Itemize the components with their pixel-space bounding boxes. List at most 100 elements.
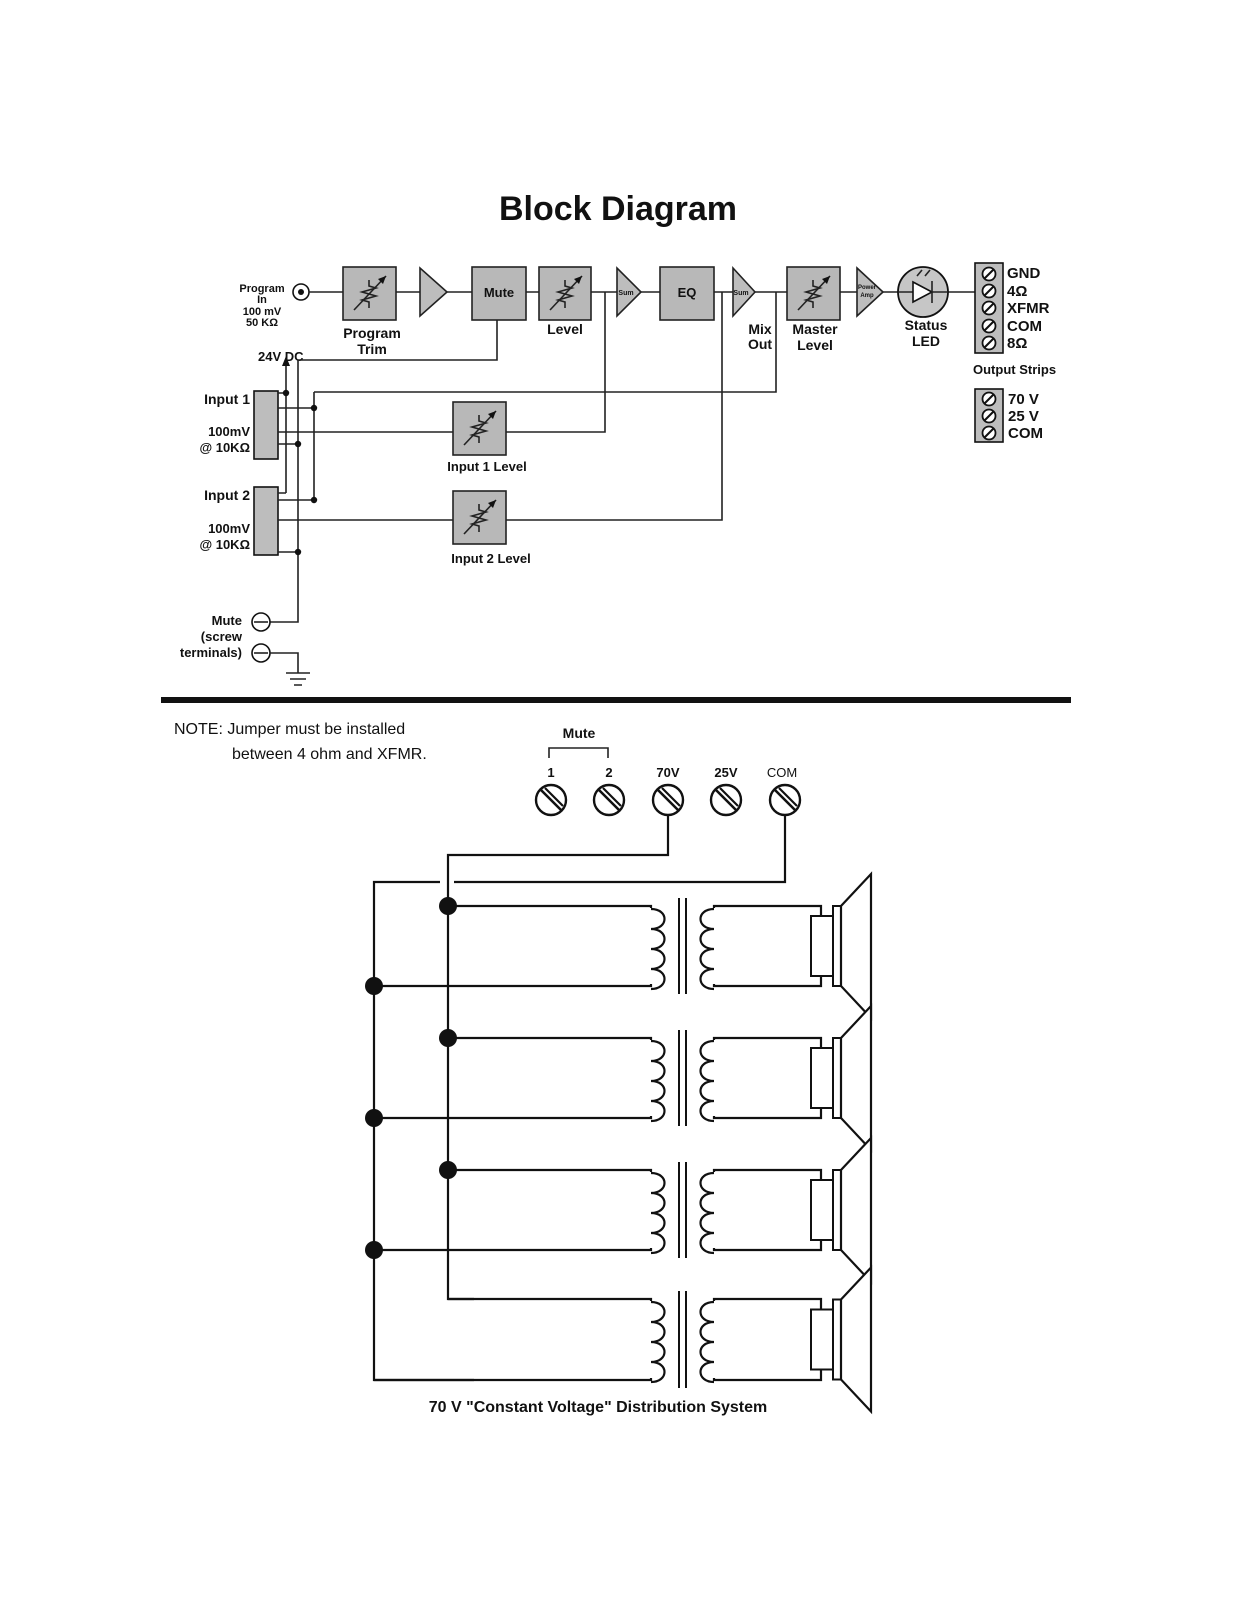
power-amp-label: Power xyxy=(858,285,877,291)
note-line-1: NOTE: Jumper must be installed xyxy=(174,721,405,738)
power-amp-triangle xyxy=(856,266,885,318)
speaker-icon xyxy=(810,871,873,1021)
mute-terminals-label-2: (screw xyxy=(201,629,243,644)
terminal-screw-icon xyxy=(981,283,997,299)
program-trim-pot xyxy=(342,266,397,321)
program-in-label: Program xyxy=(239,283,284,295)
screw-terminal-icon xyxy=(651,783,685,817)
dc-arrow-icon xyxy=(282,356,290,366)
speaker-icon xyxy=(810,1135,873,1285)
note-line-2: between 4 ohm and XFMR. xyxy=(232,746,427,763)
distribution-terminal-25v: 25V xyxy=(714,765,737,780)
distribution-terminal-1: 1 xyxy=(547,765,554,780)
transformer-secondary-icon xyxy=(699,1171,715,1255)
output-strips-label: Output Strips xyxy=(973,362,1056,377)
strip-terminal-70v: 70 V xyxy=(1008,391,1039,408)
junction-dot xyxy=(310,496,318,504)
output-terminal-8ohm: 8Ω xyxy=(1007,335,1027,352)
terminal-screw-icon xyxy=(981,266,997,282)
transformer-core-icon xyxy=(678,1291,687,1388)
screw-terminal-icon xyxy=(534,783,568,817)
program-trim-label: Program xyxy=(343,325,401,341)
distribution-diagram: Mute 1 2 70V 25V COM 70 V "Constant Volt… xyxy=(365,725,873,1416)
eq-block xyxy=(659,266,715,321)
transformer-secondary-icon xyxy=(699,1300,715,1384)
terminal-screw-icon xyxy=(981,318,997,334)
transformer-primary-icon xyxy=(650,1039,666,1123)
input-2-label: Input 2 xyxy=(204,487,250,503)
transformer-core-icon xyxy=(678,1162,687,1258)
screw-terminal-icon xyxy=(709,783,743,817)
input-1-level-pot xyxy=(452,401,507,456)
speaker-branch xyxy=(365,1003,873,1153)
mix-out-label: Mix xyxy=(748,321,772,337)
status-led-label-2: LED xyxy=(912,333,940,349)
input-1-level-label: Input 1 Level xyxy=(447,459,526,474)
junction-dot xyxy=(439,897,457,915)
junction-dot xyxy=(365,1109,383,1127)
dc-label: 24V DC xyxy=(258,349,304,364)
program-trim-label-2: Trim xyxy=(357,341,387,357)
junction-dot xyxy=(310,404,318,412)
mute-jumper-bracket xyxy=(548,747,609,758)
mute-screw-terminals xyxy=(251,612,299,673)
transformer-primary-icon xyxy=(650,1171,666,1255)
master-level-pot xyxy=(786,266,841,321)
sum-2-label: Sum xyxy=(733,290,748,297)
transformer-core-icon xyxy=(678,898,687,994)
program-in-jack xyxy=(292,283,310,301)
junction-dot xyxy=(439,1029,457,1047)
output-terminal-com: COM xyxy=(1007,318,1042,335)
junction-dot xyxy=(294,548,302,556)
input-2-level-label: Input 2 Level xyxy=(451,551,530,566)
input-2-level-pot xyxy=(452,490,507,545)
output-terminal-4ohm: 4Ω xyxy=(1007,283,1027,300)
sum-1-triangle xyxy=(616,266,643,318)
output-terminal-gnd: GND xyxy=(1007,265,1041,282)
page-title: Block Diagram xyxy=(499,190,737,228)
input-1-label: Input 1 xyxy=(204,391,250,407)
speaker-branch xyxy=(374,1264,873,1415)
master-level-label-2: Level xyxy=(797,337,833,353)
screw-terminal-row xyxy=(534,783,802,817)
terminal-screw-icon xyxy=(981,408,997,424)
screw-terminal-icon xyxy=(592,783,626,817)
speaker-branch xyxy=(365,871,873,1021)
output-terminal-block xyxy=(974,262,1004,354)
level-label: Level xyxy=(547,321,583,337)
input-2-level: 100mV xyxy=(208,521,250,536)
mute-block-label: Mute xyxy=(484,285,514,300)
transformer-primary-icon xyxy=(650,1300,666,1384)
transformer-secondary-icon xyxy=(699,1039,715,1123)
strip-terminal-com: COM xyxy=(1008,425,1043,442)
program-in-impedance: 50 KΩ xyxy=(246,317,278,329)
distribution-terminal-70v: 70V xyxy=(656,765,679,780)
status-led-icon xyxy=(897,266,949,318)
input-1-connector xyxy=(253,390,279,460)
junction-dot xyxy=(365,1241,383,1259)
mute-block xyxy=(471,266,527,321)
transformer-secondary-icon xyxy=(699,907,715,991)
output-strip-block xyxy=(974,388,1004,443)
mute-terminals-label-3: terminals) xyxy=(180,645,242,660)
junction-dot xyxy=(294,440,302,448)
speaker-icon xyxy=(810,1264,873,1415)
terminal-screw-icon xyxy=(981,300,997,316)
sum-2-triangle xyxy=(732,265,757,319)
sum-1-label: Sum xyxy=(618,290,633,297)
distribution-terminal-com: COM xyxy=(767,765,797,780)
strip-terminal-25v: 25 V xyxy=(1008,408,1039,425)
input-1-level: 100mV xyxy=(208,424,250,439)
power-amp-label-2: Amp xyxy=(860,293,874,299)
junction-dot xyxy=(365,977,383,995)
junction-dot xyxy=(439,1161,457,1179)
transformer-primary-icon xyxy=(650,907,666,991)
transformer-core-icon xyxy=(678,1030,687,1126)
block-diagram: Program In 100 mV 50 KΩ Program Trim Mut… xyxy=(180,262,1056,686)
screw-terminal-icon xyxy=(768,783,802,817)
input-2-connector xyxy=(253,486,279,556)
section-divider xyxy=(161,697,1071,703)
junction-dot xyxy=(282,389,290,397)
